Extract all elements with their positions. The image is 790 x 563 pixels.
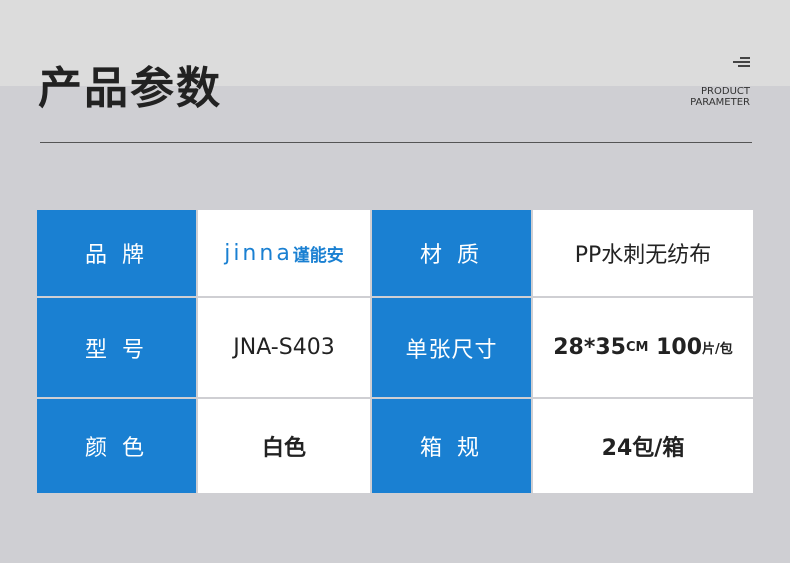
size-per: 片/包 bbox=[702, 342, 733, 357]
color-label: 颜 色 bbox=[37, 399, 196, 493]
size-count: 100 bbox=[656, 335, 703, 360]
size-unit: CM bbox=[625, 340, 649, 355]
box-label: 箱 规 bbox=[372, 399, 531, 493]
brand-label: 品 牌 bbox=[37, 210, 196, 296]
divider bbox=[40, 142, 752, 143]
material-value: PP水刺无纺布 bbox=[533, 210, 753, 296]
logo-cn: 谨能安 bbox=[292, 245, 344, 266]
model-label: 型 号 bbox=[37, 298, 196, 397]
color-value: 白色 bbox=[198, 399, 370, 493]
subtitle-line2: PARAMETER bbox=[690, 97, 750, 108]
model-value: JNA-S403 bbox=[198, 298, 370, 397]
material-label: 材 质 bbox=[372, 210, 531, 296]
size-label: 单张尺寸 bbox=[372, 298, 531, 397]
subtitle-line1: PRODUCT bbox=[701, 86, 750, 97]
menu-lines-icon bbox=[733, 57, 750, 67]
page-title: 产品参数 bbox=[38, 63, 222, 114]
logo-en: jinna bbox=[224, 240, 293, 266]
size-dimensions: 28*35 bbox=[553, 335, 626, 360]
box-value: 24包/箱 bbox=[533, 399, 753, 493]
header-band bbox=[0, 0, 790, 86]
